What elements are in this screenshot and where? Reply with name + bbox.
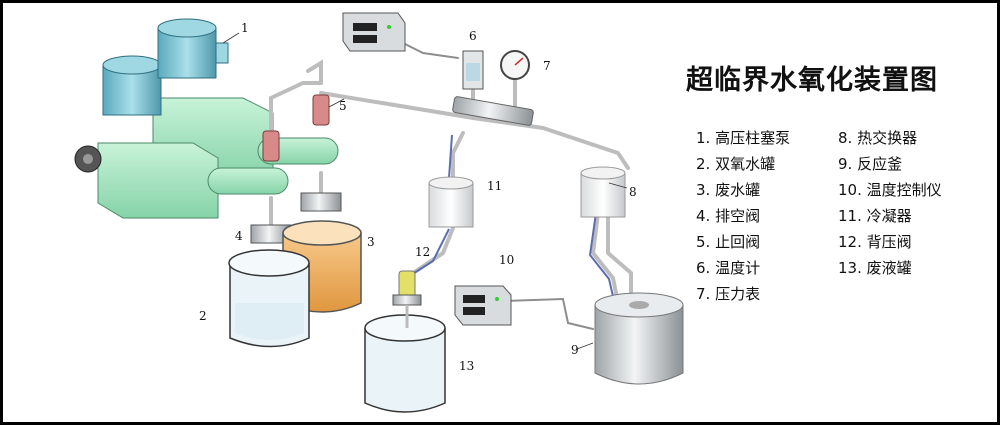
callout-leaders bbox=[222, 32, 628, 350]
legend-item: 7. 压力表 bbox=[696, 285, 761, 303]
pressure-gauge bbox=[500, 50, 530, 80]
legend-item: 10. 温度控制仪 bbox=[838, 181, 942, 199]
temperature-display-top bbox=[342, 12, 406, 52]
vent-valves bbox=[250, 192, 342, 244]
callout-1: 1 bbox=[241, 21, 249, 35]
legend-item: 5. 止回阀 bbox=[696, 233, 761, 251]
callout-3: 3 bbox=[367, 235, 375, 249]
callout-10: 10 bbox=[499, 253, 515, 267]
callout-7: 7 bbox=[543, 59, 551, 73]
callout-9: 9 bbox=[571, 343, 579, 357]
callout-6: 6 bbox=[469, 29, 477, 43]
legend-item: 1. 高压柱塞泵 bbox=[696, 129, 791, 147]
thermometer bbox=[462, 50, 484, 90]
waste-liquid-tank bbox=[364, 314, 446, 413]
legend-item: 11. 冷凝器 bbox=[838, 207, 912, 225]
callout-12: 12 bbox=[415, 245, 431, 259]
callout-13: 13 bbox=[459, 359, 475, 373]
blue-pipe-lines bbox=[410, 134, 616, 306]
callout-4: 4 bbox=[235, 229, 243, 243]
hydrogen-peroxide-tank bbox=[228, 249, 310, 348]
mixing-tee bbox=[452, 96, 534, 126]
legend-item: 4. 排空阀 bbox=[696, 207, 761, 225]
diagram-title: 超临界水氧化装置图 bbox=[686, 65, 938, 96]
callout-2: 2 bbox=[199, 309, 207, 323]
callout-5: 5 bbox=[339, 99, 347, 113]
callout-8: 8 bbox=[629, 185, 637, 199]
heat-exchanger bbox=[580, 166, 626, 218]
legend-item: 12. 背压阀 bbox=[838, 233, 912, 251]
reactor-vessel bbox=[594, 292, 684, 385]
apparatus-illustration bbox=[74, 12, 684, 413]
check-valves bbox=[262, 94, 330, 162]
pipework bbox=[269, 42, 633, 330]
condenser bbox=[428, 176, 474, 228]
diagram-canvas: 超临界水氧化装置图 1. 高压柱塞泵 2. 双氧水罐 3. 废水罐 4. 排空阀… bbox=[3, 3, 997, 422]
high-pressure-plunger-pump bbox=[74, 18, 339, 219]
temperature-controller bbox=[454, 285, 512, 326]
legend-item: 6. 温度计 bbox=[696, 259, 761, 277]
legend-item: 2. 双氧水罐 bbox=[696, 155, 776, 173]
legend-item: 9. 反应釜 bbox=[838, 155, 903, 173]
legend-item: 3. 废水罐 bbox=[696, 181, 761, 199]
callout-11: 11 bbox=[487, 179, 503, 193]
back-pressure-valve bbox=[392, 270, 422, 328]
legend-item: 13. 废液罐 bbox=[838, 259, 912, 277]
legend-item: 8. 热交换器 bbox=[838, 129, 918, 147]
